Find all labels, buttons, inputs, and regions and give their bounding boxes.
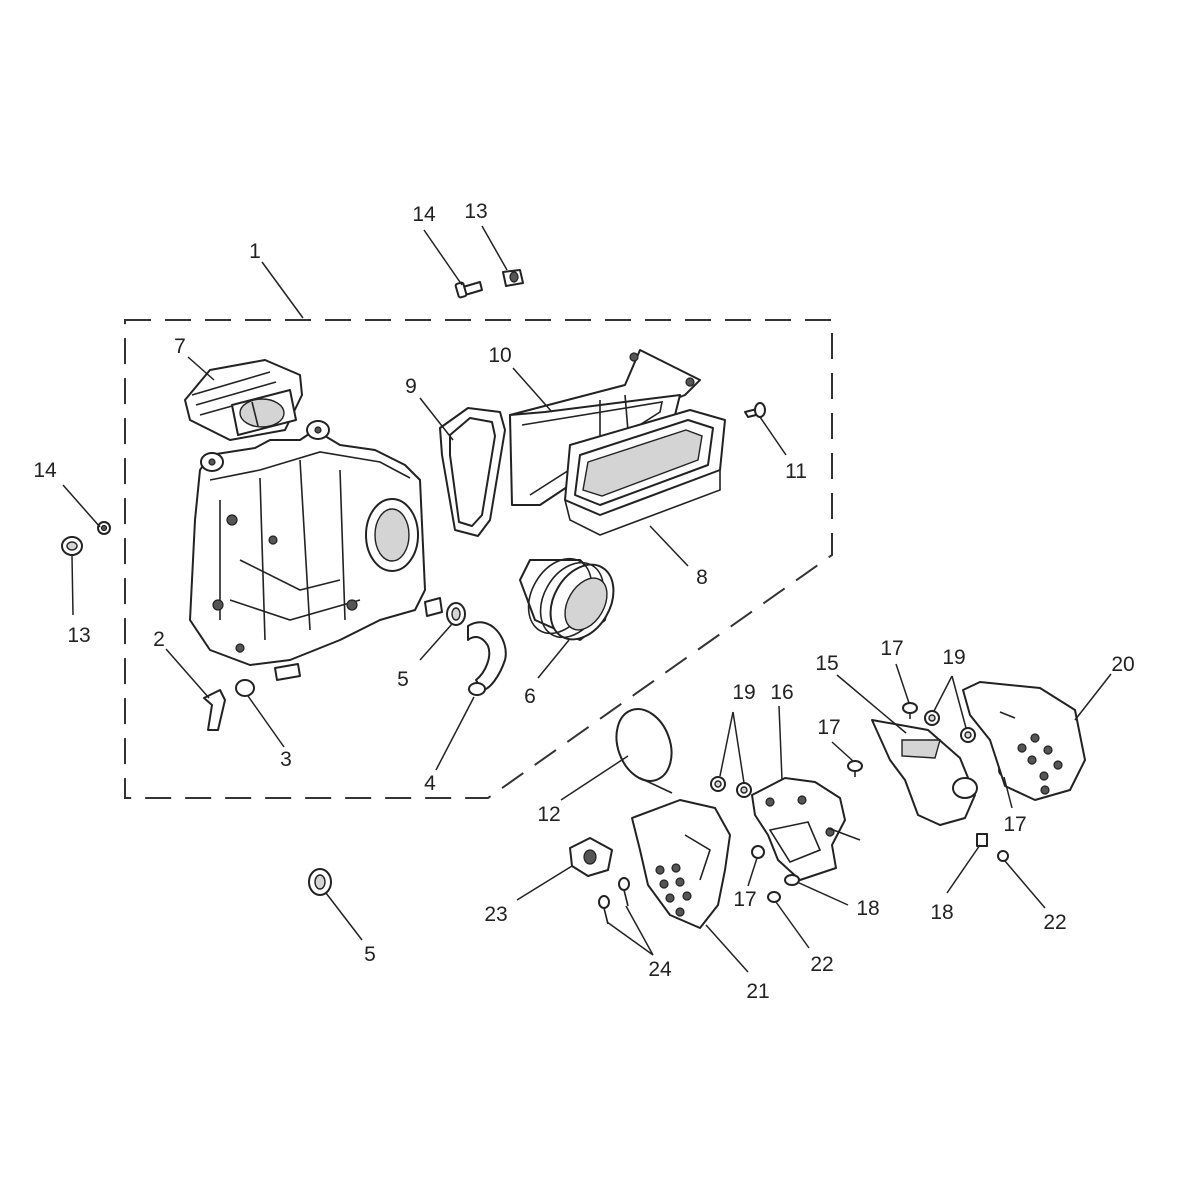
fastener-18-a [784, 874, 800, 886]
callout-6: 6 [524, 685, 536, 708]
nut-19-c [924, 710, 940, 726]
callout-20: 20 [1111, 653, 1134, 676]
assembly-boundary [124, 319, 833, 799]
callout-17-mid: 17 [817, 716, 840, 739]
callout-18-mid: 18 [856, 897, 879, 920]
callout-1: 1 [249, 240, 261, 263]
bolt-14-top [454, 281, 483, 299]
callout-17-right: 17 [1003, 813, 1026, 836]
screw-11 [744, 402, 766, 418]
intake-snorkel-7 [184, 359, 303, 441]
callout-19-left: 19 [732, 681, 755, 704]
callout-3: 3 [280, 748, 292, 771]
callout-7: 7 [174, 335, 186, 358]
callout-12: 12 [537, 803, 560, 826]
hose-4 [467, 621, 507, 696]
callout-24: 24 [648, 958, 672, 981]
callout-2: 2 [153, 628, 165, 651]
callout-10: 10 [488, 344, 511, 367]
callout-5-lower: 5 [364, 943, 376, 966]
callout-17-bottom: 17 [733, 888, 756, 911]
nut-19-b [736, 782, 752, 798]
bolt-24-b [598, 895, 610, 925]
nut-19-a [710, 776, 726, 792]
band-clamp-12 [615, 708, 673, 794]
callout-14-left: 14 [33, 459, 57, 482]
screw-22-b [997, 850, 1009, 862]
callout-22-right: 22 [1043, 911, 1066, 934]
bolt-14-left [97, 521, 111, 535]
grommet-23 [569, 837, 613, 877]
nut-13-top [502, 269, 524, 287]
side-cover-20 [962, 681, 1086, 801]
clip-5-upper [446, 602, 466, 626]
callout-4: 4 [424, 772, 436, 795]
air-filter-8 [564, 409, 726, 536]
callout-14-top: 14 [412, 203, 436, 226]
callout-11: 11 [785, 460, 807, 483]
airbox-housing [189, 420, 443, 681]
clip-3 [235, 679, 255, 697]
callouts: 1 2 3 4 5 5 6 7 8 9 10 11 12 13 13 14 14… [33, 200, 1134, 1003]
cover-16 [751, 777, 861, 881]
clip-5-lower [308, 868, 332, 896]
nut-19-d [960, 727, 976, 743]
bolt-24-a [618, 877, 630, 907]
bracket-15 [871, 719, 978, 826]
fastener-18-b [976, 833, 988, 847]
callout-13-left: 13 [67, 624, 90, 647]
callout-15: 15 [815, 652, 838, 675]
screw-17-b [847, 760, 863, 777]
nut-13-left [61, 536, 83, 556]
leader-lines [62, 225, 1112, 973]
callout-17-top: 17 [880, 637, 903, 660]
callout-16: 16 [770, 681, 793, 704]
intake-rubber-6 [519, 557, 615, 641]
callout-22-mid: 22 [810, 953, 833, 976]
callout-21: 21 [746, 980, 769, 1003]
callout-18-right: 18 [930, 901, 953, 924]
callout-19-right: 19 [942, 646, 965, 669]
callout-23: 23 [484, 903, 507, 926]
callout-13-top: 13 [464, 200, 487, 223]
screw-17-d [751, 845, 765, 859]
callout-9: 9 [405, 375, 417, 398]
callout-8: 8 [696, 566, 708, 589]
callout-5-upper: 5 [397, 668, 409, 691]
gasket-9 [439, 407, 506, 537]
screw-22-a [767, 891, 781, 903]
drain-tube-2 [203, 689, 226, 731]
side-cover-21 [631, 799, 731, 929]
screw-17-a [902, 702, 918, 719]
